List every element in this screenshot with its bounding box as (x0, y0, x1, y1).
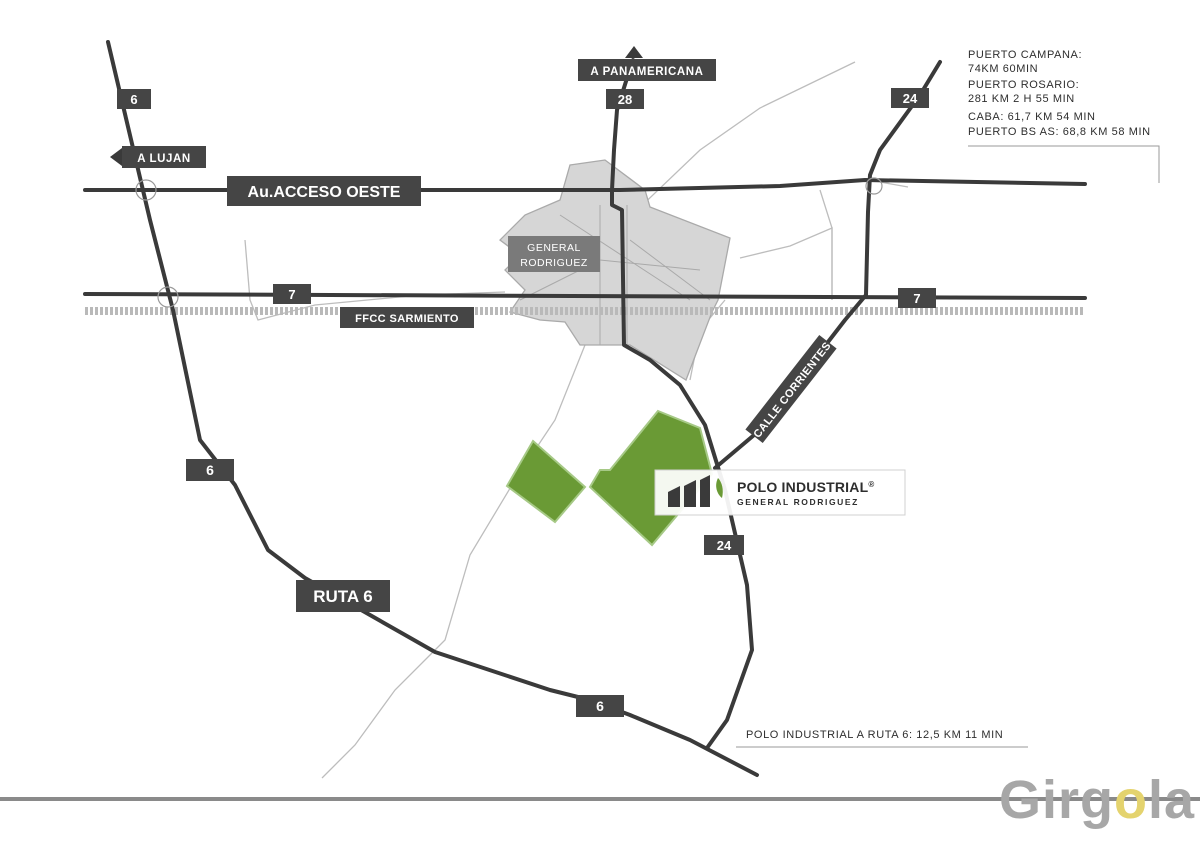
label-calle-corrientes: CALLE CORRIENTES (745, 334, 837, 444)
distance-line-1: PUERTO CAMPANA: (968, 49, 1082, 61)
svg-text:Girgola: Girgola (999, 770, 1195, 830)
svg-text:6: 6 (596, 698, 604, 714)
road-shield-28: 28 (606, 89, 644, 109)
road-ruta-28 (610, 58, 754, 750)
polo-industrial-factory-icon (668, 475, 723, 507)
polo-industrial-sub: GENERAL RODRIGUEZ (737, 497, 859, 507)
road-shield-7-east: 7 (898, 288, 936, 308)
road-shield-24-top: 24 (891, 88, 929, 108)
road-shield-6-bottom: 6 (576, 695, 624, 717)
polo-parcel-west (505, 439, 587, 524)
svg-text:6: 6 (130, 92, 137, 107)
distance-line-6: PUERTO BS AS: 68,8 KM 58 MIN (968, 126, 1151, 138)
lujan-arrow-icon (110, 148, 122, 166)
svg-text:A LUJAN: A LUJAN (137, 153, 191, 165)
label-a-lujan: A LUJAN (122, 146, 206, 168)
distance-line-3: PUERTO ROSARIO: (968, 79, 1079, 91)
road-shield-6-top: 6 (117, 89, 151, 109)
road-acceso-oeste (83, 178, 1087, 192)
distance-line-4: 281 KM 2 H 55 MIN (968, 93, 1075, 105)
road-shield-7-west: 7 (273, 284, 311, 304)
general-rodriguez-town-area (499, 159, 731, 381)
polo-industrial-logo-box: POLO INDUSTRIAL® GENERAL RODRIGUEZ (654, 469, 906, 516)
label-ruta-6: RUTA 6 (296, 580, 390, 612)
svg-text:POLO INDUSTRIAL®: POLO INDUSTRIAL® (737, 479, 874, 495)
svg-text:28: 28 (618, 92, 632, 107)
distances-info: PUERTO CAMPANA: 74KM 60MIN PUERTO ROSARI… (968, 49, 1160, 183)
interchanges (135, 177, 883, 308)
girgola-watermark: Girgola (999, 770, 1195, 830)
svg-text:GENERAL: GENERAL (527, 242, 581, 254)
svg-text:RODRIGUEZ: RODRIGUEZ (520, 257, 588, 269)
distance-line-5: CABA: 61,7 KM 54 MIN (968, 111, 1096, 123)
distances-bracket (968, 145, 1160, 183)
label-ffcc-sarmiento: FFCC SARMIENTO (340, 307, 474, 328)
svg-text:24: 24 (903, 91, 918, 106)
svg-text:FFCC SARMIENTO: FFCC SARMIENTO (355, 313, 459, 325)
svg-text:7: 7 (913, 291, 920, 306)
svg-text:Au.ACCESO OESTE: Au.ACCESO OESTE (248, 184, 401, 201)
svg-text:24: 24 (717, 538, 732, 553)
svg-text:A PANAMERICANA: A PANAMERICANA (590, 66, 703, 78)
svg-text:POLO INDUSTRIAL A RUTA 6: 12,5: POLO INDUSTRIAL A RUTA 6: 12,5 KM 11 MIN (746, 729, 1003, 741)
road-shield-24-bottom: 24 (704, 535, 744, 555)
distance-line-2: 74KM 60MIN (968, 63, 1038, 75)
polo-parcel-east (588, 409, 714, 547)
svg-text:7: 7 (288, 287, 295, 302)
panamericana-arrow-icon (625, 46, 643, 58)
polo-industrial-name: POLO INDUSTRIAL (737, 479, 869, 495)
label-acceso-oeste: Au.ACCESO OESTE (227, 176, 421, 206)
road-shield-6-mid: 6 (186, 459, 234, 481)
road-ruta-24 (713, 60, 942, 470)
svg-text:6: 6 (206, 462, 214, 478)
separator-bar (0, 797, 1200, 801)
label-general-rodriguez: GENERAL RODRIGUEZ (508, 236, 600, 272)
svg-text:RUTA 6: RUTA 6 (313, 587, 373, 606)
svg-text:CALLE CORRIENTES: CALLE CORRIENTES (751, 340, 833, 441)
main-roads (83, 40, 1087, 777)
label-a-panamericana: A PANAMERICANA (578, 59, 716, 81)
bottom-note: POLO INDUSTRIAL A RUTA 6: 12,5 KM 11 MIN (736, 729, 1028, 748)
polo-industrial-reg: ® (868, 480, 874, 489)
